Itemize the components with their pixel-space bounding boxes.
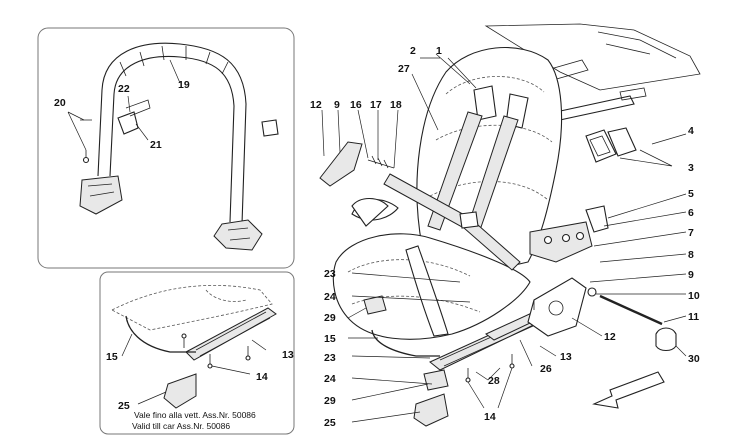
callout-21: 21: [150, 139, 162, 151]
callout-24-a: 24: [324, 291, 336, 303]
callout-12-top: 12: [310, 99, 322, 111]
callout-30: 30: [688, 353, 700, 365]
bracket-3-a: [585, 129, 617, 163]
roll-bar-mount-right: [213, 219, 263, 251]
callout-1: 1: [436, 45, 442, 57]
callout-22: 22: [118, 83, 130, 95]
callout-29-b: 29: [324, 395, 336, 407]
knob: [655, 327, 677, 352]
roll-bar: [97, 42, 247, 225]
callout-10: 10: [688, 290, 700, 302]
callout-19: 19: [178, 79, 190, 91]
callout-2: 2: [410, 45, 416, 57]
callout-9-top: 9: [334, 99, 340, 111]
callout-13-inset: 13: [282, 349, 294, 361]
bracket-5: [585, 205, 609, 233]
callout-26: 26: [540, 363, 552, 375]
callout-25-main: 25: [324, 417, 336, 429]
bracket-3-b: [607, 127, 637, 157]
callout-14-main: 14: [484, 411, 496, 423]
side-plate-left: [319, 141, 363, 187]
side-bracket: [529, 221, 593, 263]
callout-23-b: 23: [324, 352, 336, 364]
buckle: [459, 211, 479, 229]
adjuster-spring: [367, 155, 395, 169]
callout-27: 27: [398, 63, 410, 75]
callout-11: 11: [688, 311, 699, 323]
rod: [599, 294, 663, 326]
seat-rail: [185, 307, 277, 361]
callout-29-a: 29: [324, 312, 336, 324]
callout-6: 6: [688, 207, 694, 219]
callout-9-right: 9: [688, 269, 694, 281]
callout-25-inset: 25: [118, 400, 130, 412]
callout-7: 7: [688, 227, 694, 239]
callout-18: 18: [390, 99, 402, 111]
callout-3: 3: [688, 162, 694, 174]
callout-12-right: 12: [604, 331, 616, 343]
callout-4: 4: [688, 125, 694, 137]
callout-17: 17: [370, 99, 382, 111]
callout-13-main: 13: [560, 351, 572, 363]
recliner-plate: [527, 277, 587, 337]
callout-15-inset: 15: [106, 351, 118, 363]
callout-23-a: 23: [324, 268, 336, 280]
validity-note-en: Valid till car Ass.Nr. 50086: [132, 421, 230, 431]
rollbar-inset: 19 20 22 21: [37, 27, 295, 269]
callout-14-inset: 14: [256, 371, 268, 383]
callout-24-b: 24: [324, 373, 336, 385]
shoulder-strap-left: [427, 111, 483, 231]
washer: [587, 287, 597, 297]
release-lever: [351, 197, 389, 227]
callout-15-main: 15: [324, 333, 336, 345]
rail-cover: [163, 373, 197, 409]
car-body-panel: [484, 23, 701, 91]
clamp-bracket: [117, 111, 139, 135]
callout-20: 20: [54, 97, 66, 109]
main-seat-assembly: 2 27 1 12 9 16 17 18 4 3 5 6 7 8 9 10 11…: [310, 23, 701, 429]
callout-5: 5: [688, 188, 694, 200]
validity-note-it: Vale fino alla vett. Ass.Nr. 50086: [134, 410, 256, 420]
adjust-bar: [371, 329, 440, 357]
roll-bar-side-plate: [261, 119, 279, 137]
callout-8: 8: [688, 249, 694, 261]
rail-cover-main: [413, 393, 449, 427]
foot-29-b: [423, 369, 449, 391]
adjust-lever: [125, 315, 196, 353]
rail-inset: 15 13 14 25 Vale fino alla vett. Ass.Nr.…: [99, 271, 295, 435]
direction-arrow: [592, 371, 665, 409]
callout-16: 16: [350, 99, 362, 111]
callout-28: 28: [488, 375, 500, 387]
